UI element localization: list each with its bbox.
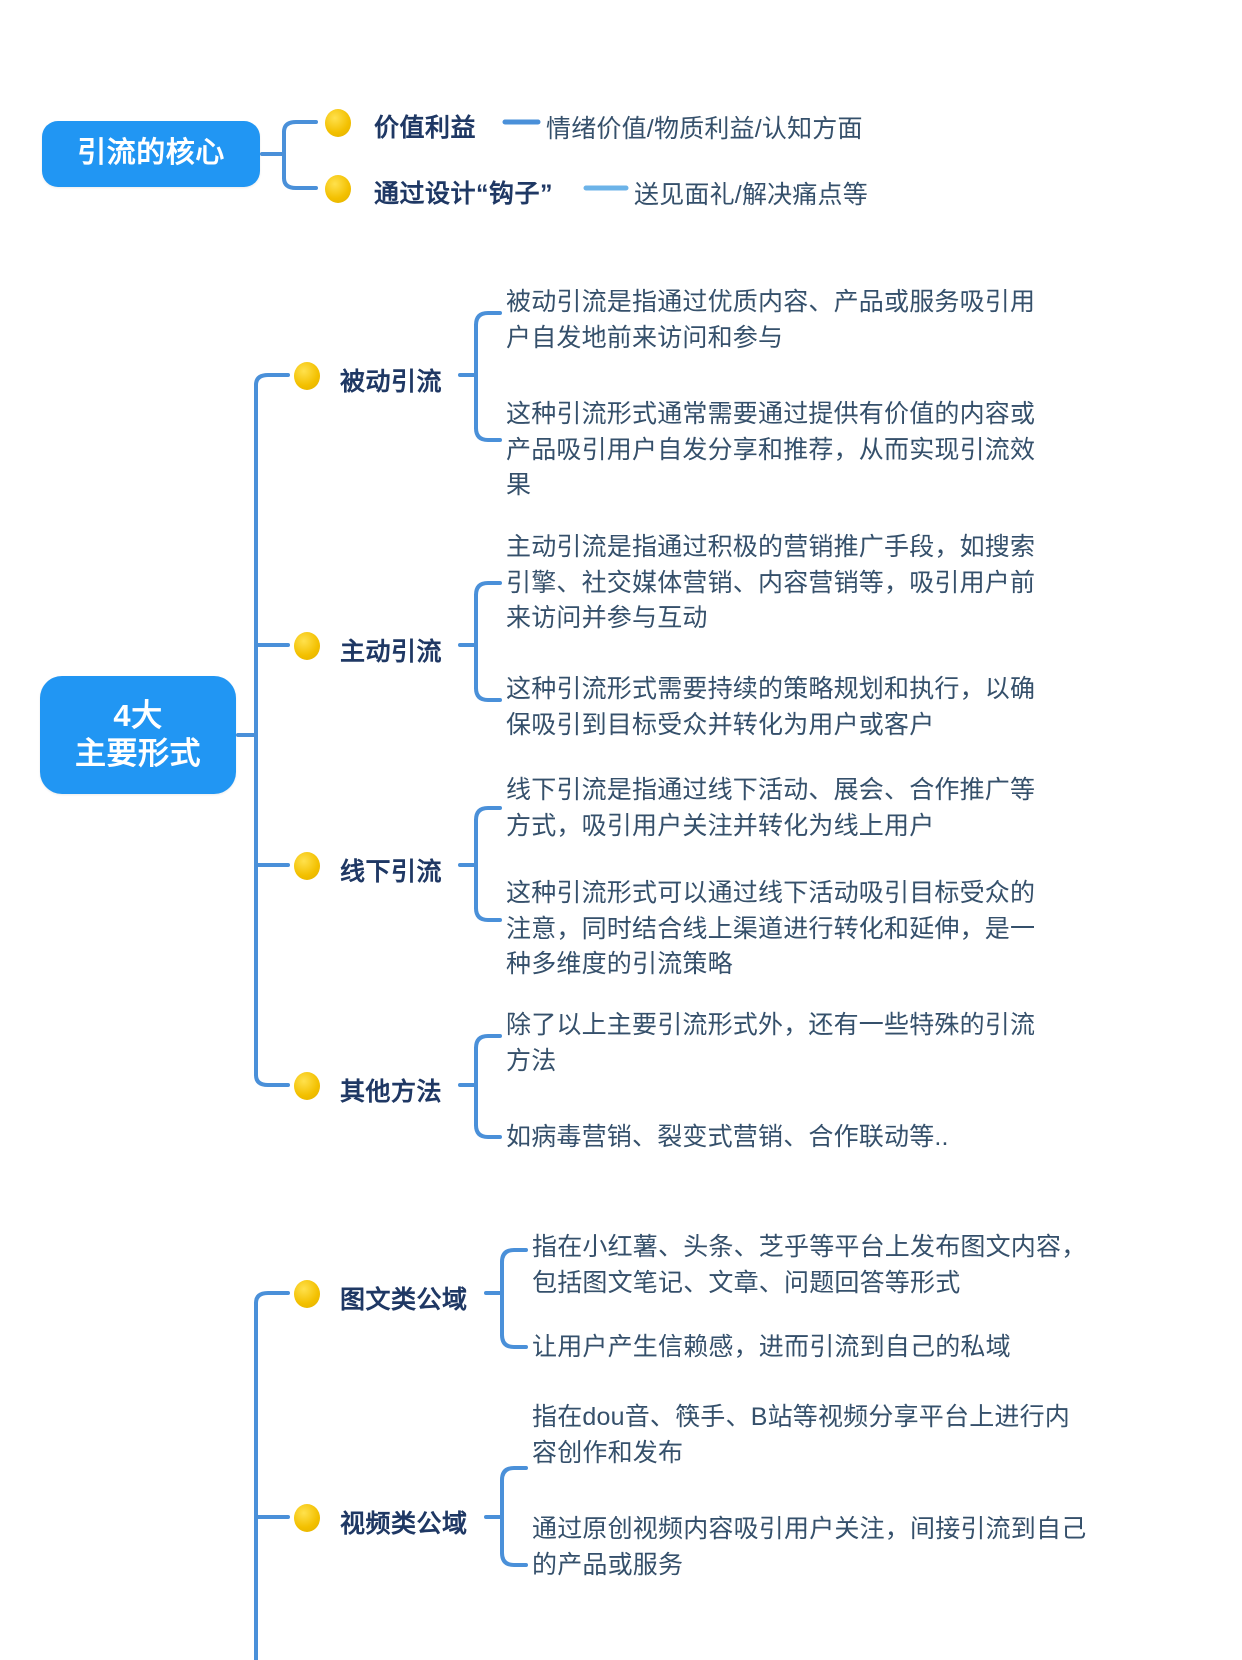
bullet-dot-graphic-public-domain — [294, 1280, 320, 1308]
leaf-hook-design-detail: 送见面礼/解决痛点等 — [634, 181, 868, 209]
leaf-graphic-public-domain-1: 指在小红薯、头条、芝乎等平台上发布图文内容，包括图文笔记、文章、问题回答等形式 — [532, 1233, 1087, 1297]
leaf-graphic-public-domain-2: 让用户产生信赖感，进而引流到自己的私域 — [532, 1333, 1011, 1361]
leaf-offline-traffic-2: 这种引流形式可以通过线下活动吸引目标受众的注意，同时结合线上渠道进行转化和延伸，… — [506, 879, 1036, 978]
branch-label-video-public-domain[interactable]: 视频类公域 — [340, 1510, 468, 1538]
leaf-active-traffic-2: 这种引流形式需要持续的策略规划和执行，以确保吸引到目标受众并转化为用户或客户 — [506, 675, 1036, 739]
leaf-value-benefit-detail: 情绪价值/物质利益/认知方面 — [546, 115, 863, 143]
bullet-dot-offline-traffic — [294, 852, 320, 880]
branch-label-offline-traffic[interactable]: 线下引流 — [340, 858, 443, 886]
bullet-dot-passive-traffic — [294, 362, 320, 390]
bullet-dot-hook-design — [325, 175, 351, 203]
root-forms-line-1: 4大 — [113, 698, 163, 734]
branch-label-active-traffic[interactable]: 主动引流 — [340, 638, 443, 666]
branch-label-value-benefit[interactable]: 价值利益 — [374, 114, 477, 142]
root-forms-line-2: 主要形式 — [75, 736, 201, 771]
bullet-dot-active-traffic — [294, 632, 320, 660]
branch-label-graphic-public-domain[interactable]: 图文类公域 — [340, 1286, 468, 1314]
leaf-video-public-domain-2: 通过原创视频内容吸引用户关注，间接引流到自己的产品或服务 — [532, 1515, 1087, 1579]
bullet-dot-video-public-domain — [294, 1504, 320, 1532]
root-node-four-forms[interactable]: 4大 主要形式 — [40, 676, 236, 794]
leaf-passive-traffic-1: 被动引流是指通过优质内容、产品或服务吸引用户自发地前来访问和参与 — [506, 288, 1036, 352]
root-node-core[interactable]: 引流的核心 — [42, 121, 260, 187]
branch-label-hook-design[interactable]: 通过设计“钩子” — [374, 180, 554, 208]
leaf-active-traffic-1: 主动引流是指通过积极的营销推广手段，如搜索引擎、社交媒体营销、内容营销等，吸引用… — [506, 533, 1036, 632]
leaf-offline-traffic-1: 线下引流是指通过线下活动、展会、合作推广等方式，吸引用户关注并转化为线上用户 — [506, 776, 1036, 840]
leaf-other-methods-2: 如病毒营销、裂变式营销、合作联动等.. — [506, 1123, 949, 1151]
bullet-dot-other-methods — [294, 1072, 320, 1100]
branch-label-passive-traffic[interactable]: 被动引流 — [340, 368, 443, 396]
leaf-other-methods-1: 除了以上主要引流形式外，还有一些特殊的引流方法 — [506, 1011, 1036, 1075]
branch-label-other-methods[interactable]: 其他方法 — [340, 1078, 443, 1106]
bullet-dot-value-benefit — [325, 109, 351, 137]
leaf-passive-traffic-2: 这种引流形式通常需要通过提供有价值的内容或产品吸引用户自发分享和推荐，从而实现引… — [506, 400, 1036, 499]
leaf-video-public-domain-1: 指在dou音、筷手、B站等视频分享平台上进行内容创作和发布 — [532, 1403, 1070, 1467]
